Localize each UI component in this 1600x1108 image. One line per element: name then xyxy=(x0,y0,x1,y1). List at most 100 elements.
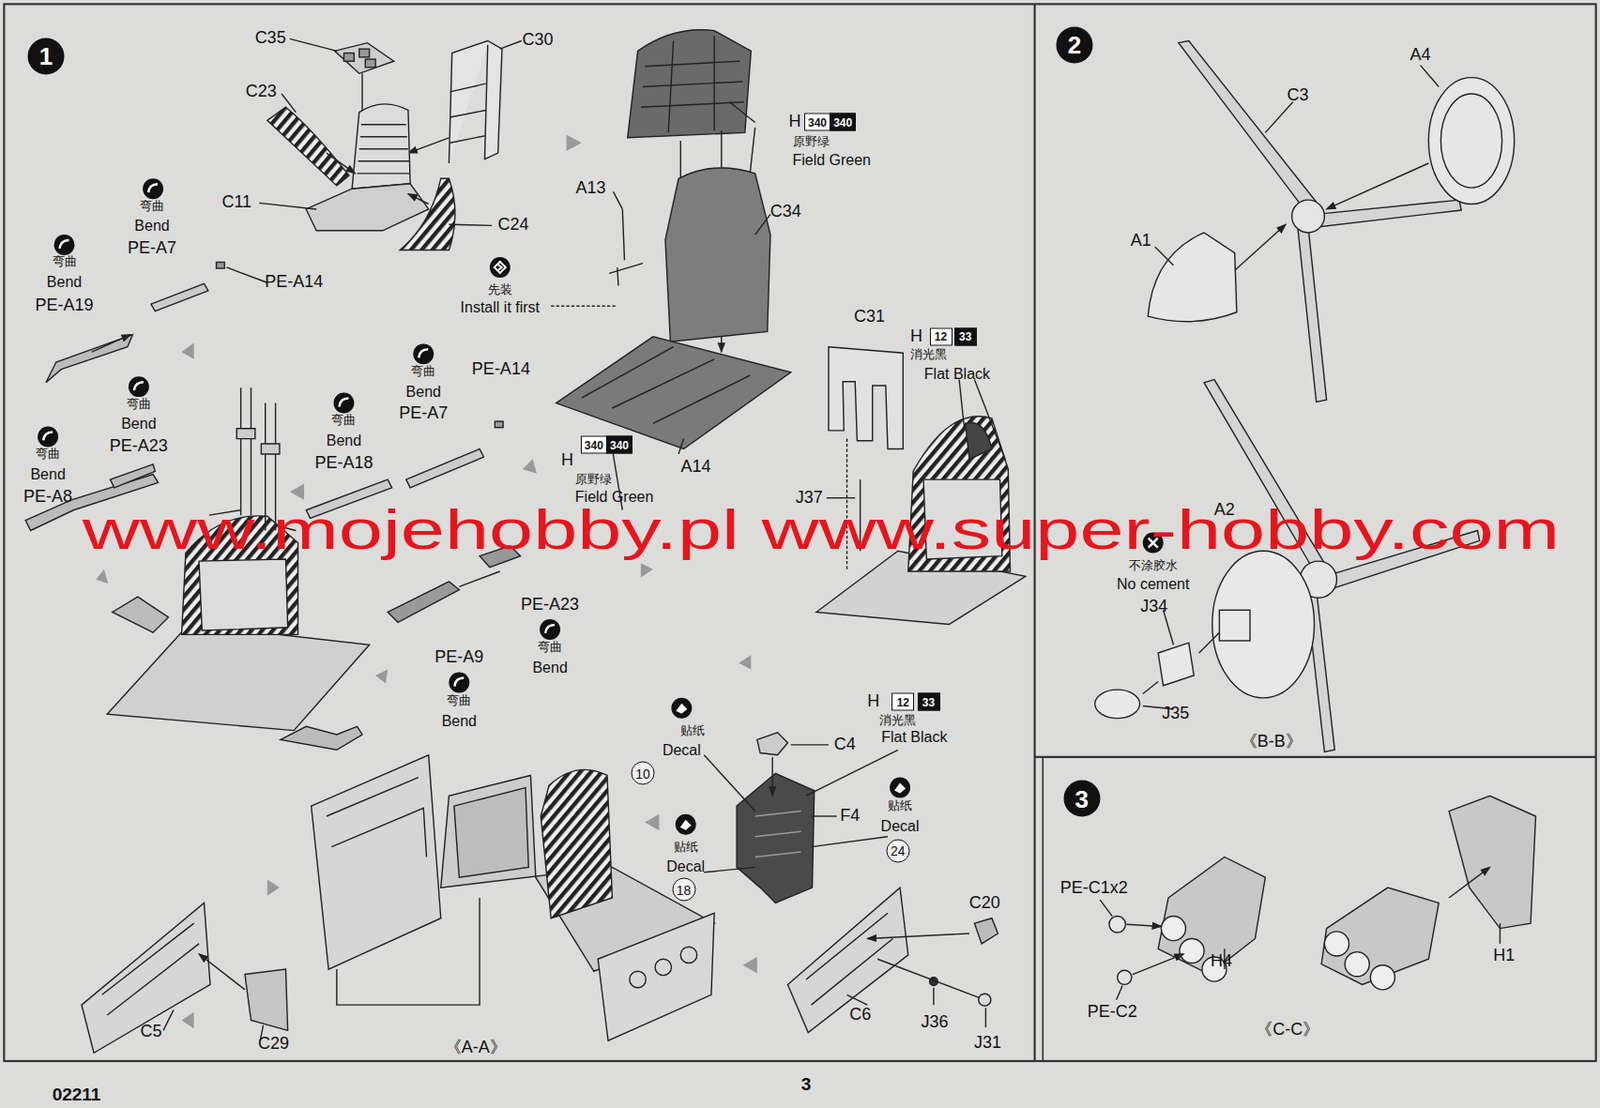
line-art-line xyxy=(1142,681,1159,694)
line-art-line xyxy=(1326,163,1430,210)
chinese-note: 弯曲 xyxy=(446,694,472,708)
line-art-line xyxy=(1132,954,1184,976)
line-art-polygon xyxy=(335,43,395,75)
line-art-use xyxy=(128,376,150,397)
step-number: 2 xyxy=(1056,26,1094,63)
line-art-path xyxy=(236,428,280,455)
line-art-line xyxy=(749,127,755,174)
line-art-polygon xyxy=(556,336,792,450)
line-art-line xyxy=(810,815,837,817)
line-art-rect xyxy=(1219,609,1250,641)
line-art-polygon xyxy=(736,773,815,903)
line-art-path xyxy=(1297,226,1326,402)
part-label: Field Green xyxy=(792,152,871,169)
node-text: 24 xyxy=(890,844,906,858)
step-number: 3 xyxy=(1063,780,1100,818)
line-art-line xyxy=(771,757,773,796)
line-art-path xyxy=(351,104,411,189)
part-label: C29 xyxy=(258,1036,290,1055)
line-art-path xyxy=(522,458,537,473)
part-label: H1 xyxy=(1493,946,1515,966)
paint-code-box: 340 xyxy=(606,436,633,455)
line-art-path xyxy=(244,969,289,1031)
line-art-line xyxy=(847,994,869,1006)
line-art-path xyxy=(280,726,363,750)
part-label: A4 xyxy=(1410,45,1432,65)
line-art-path xyxy=(198,559,289,631)
line-art-line xyxy=(1099,899,1113,916)
line-art-circle xyxy=(1344,952,1370,977)
line-art-path xyxy=(738,655,751,670)
line-art-line xyxy=(326,152,355,174)
part-label: H xyxy=(867,692,880,712)
node-text: 2 xyxy=(1067,32,1082,58)
line-art-line xyxy=(1234,224,1286,271)
line-art-line xyxy=(281,93,296,113)
node-text: 340 xyxy=(584,439,604,451)
line-art-polygon xyxy=(787,887,908,1033)
chinese-note: 弯曲 xyxy=(126,396,152,411)
part-label: Bend xyxy=(30,466,65,484)
line-art-path xyxy=(540,769,612,918)
part-label: C6 xyxy=(849,1005,871,1025)
line-art-line xyxy=(1035,756,1597,759)
line-art-path xyxy=(267,106,350,186)
line-art-path xyxy=(806,913,893,1006)
paint-code-box: 12 xyxy=(891,693,915,712)
part-label: C31 xyxy=(853,307,885,327)
line-art-polygon xyxy=(305,183,428,231)
line-art-line xyxy=(810,837,888,848)
line-art-rect xyxy=(3,3,1596,1062)
line-art-circle xyxy=(1370,965,1395,991)
line-art-rect xyxy=(365,59,376,68)
part-label: Bend xyxy=(46,274,82,291)
line-art-line xyxy=(703,867,755,872)
part-label: J35 xyxy=(1161,704,1189,724)
node-text: 12 xyxy=(897,696,910,708)
chinese-note: 贴纸 xyxy=(680,723,705,737)
part-label: 《A-A》 xyxy=(444,1038,507,1058)
node-text: 340 xyxy=(807,116,827,128)
part-label: 《B-B》 xyxy=(1240,732,1303,752)
chinese-note: 消光黑 xyxy=(879,714,916,728)
chinese-note: 弯曲 xyxy=(35,447,61,461)
line-art-line xyxy=(450,83,487,92)
line-art-line xyxy=(450,109,487,118)
line-art-use xyxy=(142,178,164,199)
line-art-circle xyxy=(1117,970,1132,985)
line-art-line xyxy=(867,933,970,939)
part-label: H4 xyxy=(1210,952,1233,972)
part-label: PE-A19 xyxy=(34,296,93,316)
line-art-g xyxy=(95,135,758,1030)
line-art-path xyxy=(448,40,503,163)
line-art-path xyxy=(965,423,992,460)
line-art-path xyxy=(743,957,758,974)
paint-code-box: 12 xyxy=(929,327,953,346)
line-art-line xyxy=(678,439,684,455)
line-art-line xyxy=(1448,867,1490,899)
part-label: PE-A8 xyxy=(23,487,73,507)
part-label: 3 xyxy=(801,1074,812,1095)
part-label: J31 xyxy=(974,1034,1002,1053)
part-label: H xyxy=(789,113,802,133)
line-art-path xyxy=(1448,795,1536,929)
line-art-path xyxy=(102,923,199,1016)
line-art-path xyxy=(609,209,643,287)
part-label: Bend xyxy=(532,659,567,677)
line-art-use xyxy=(37,426,59,447)
line-art-path xyxy=(1178,40,1317,209)
line-art-path xyxy=(109,464,155,488)
line-art-path xyxy=(112,596,169,633)
chinese-note: 弯曲 xyxy=(537,640,563,655)
chinese-note: 消光黑 xyxy=(910,348,947,362)
part-label: H xyxy=(910,327,923,347)
line-art-line xyxy=(1499,923,1501,945)
line-art-line xyxy=(458,571,500,587)
line-art-path xyxy=(326,777,427,858)
line-art-circle xyxy=(1109,916,1126,933)
part-label: A1 xyxy=(1130,231,1152,251)
chinese-note: 弯曲 xyxy=(331,413,356,427)
part-label: C24 xyxy=(497,215,529,235)
part-label: Bend xyxy=(406,383,442,401)
